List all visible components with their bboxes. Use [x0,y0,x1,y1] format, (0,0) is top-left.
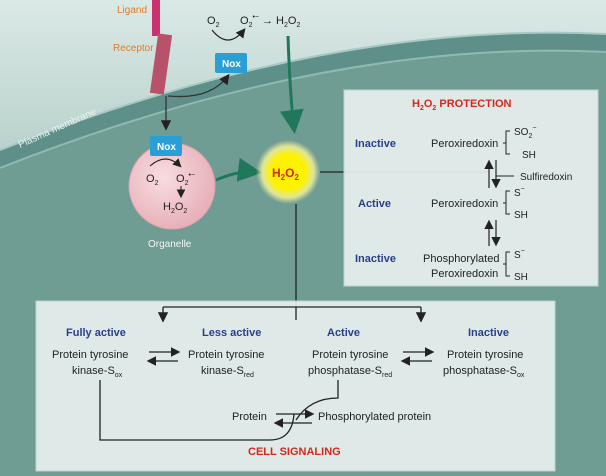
col4-line2: phosphatase-Sox [443,365,525,379]
row2-state: Active [358,198,391,210]
receptor-to-nox-arrow [167,73,230,98]
col2-line1: Protein tyrosine [188,349,264,361]
col2-line2: kinase-Sred [201,365,254,379]
center-h2o2: H2O2 [272,166,299,182]
organelle-reaction-arc [149,158,182,168]
col2-state: Less active [202,327,261,339]
row1-protein: Peroxiredoxin [431,138,498,150]
col3-line1: Protein tyrosine [312,349,388,361]
row1-state: Inactive [355,138,396,150]
row3-protein-line1: Phosphorylated [423,253,499,265]
nox-badge-organelle [150,136,182,156]
col4-state: Inactive [468,327,509,339]
row2-bottom-group: SH [514,210,528,221]
receptor-bar [149,33,173,95]
ligand-stick [152,0,160,36]
row3-top-group: S− [514,248,525,261]
protection-box [343,89,599,287]
nox-label-organelle: Nox [157,142,176,153]
row1-top-group: SO2− [514,125,536,140]
organelle-o2: O2 [146,173,159,187]
nox-badge-membrane [215,53,247,73]
ligand-label: Ligand [117,5,147,16]
signaling-title: CELL SIGNALING [248,446,341,458]
membrane-h2o2-green-arrow [279,35,304,134]
phosphorylated-protein-label: Phosphorylated protein [318,411,431,423]
col1-line1: Protein tyrosine [52,349,128,361]
row3-state: Inactive [355,253,396,265]
row2-top-group: S− [514,186,525,199]
col3-line2: phosphatase-Sred [308,365,392,379]
receptor-label: Receptor [113,43,154,54]
h2o2-glow [256,140,320,204]
sulfiredoxin-label: Sulfiredoxin [520,172,572,183]
organelle-superoxide: O2•− [176,172,195,187]
row3-bottom-group: SH [514,272,528,283]
protein-label: Protein [232,411,267,423]
top-superoxide: O2•− [240,14,259,29]
col1-line2: kinase-Sox [72,365,123,379]
phosphatase-to-phospho-line [295,380,339,421]
kinase-to-phospho-line [99,380,295,441]
col3-state: Active [327,327,360,339]
organelle-label: Organelle [148,239,192,250]
row3-protein-line2: Peroxiredoxin [431,268,498,280]
col1-state: Fully active [66,327,126,339]
organelle-h2o2: H2O2 [163,201,187,215]
top-reaction-arc [211,28,246,41]
top-o2: O2 [207,15,220,29]
protection-title: H2O2 PROTECTION [412,98,512,112]
col4-line1: Protein tyrosine [447,349,523,361]
row1-bracket [503,130,510,155]
nox-label-membrane: Nox [222,59,241,70]
row1-bottom-group: SH [522,150,536,161]
row2-bracket [503,190,510,215]
row2-protein: Peroxiredoxin [431,198,498,210]
organelle-to-h2o2-green-arrow [215,157,262,182]
row3-bracket [503,251,510,277]
plasma-membrane-band [0,32,606,168]
top-h2o2: → H2O2 [262,15,300,29]
signaling-box [35,300,556,472]
extracellular-region [0,0,606,150]
